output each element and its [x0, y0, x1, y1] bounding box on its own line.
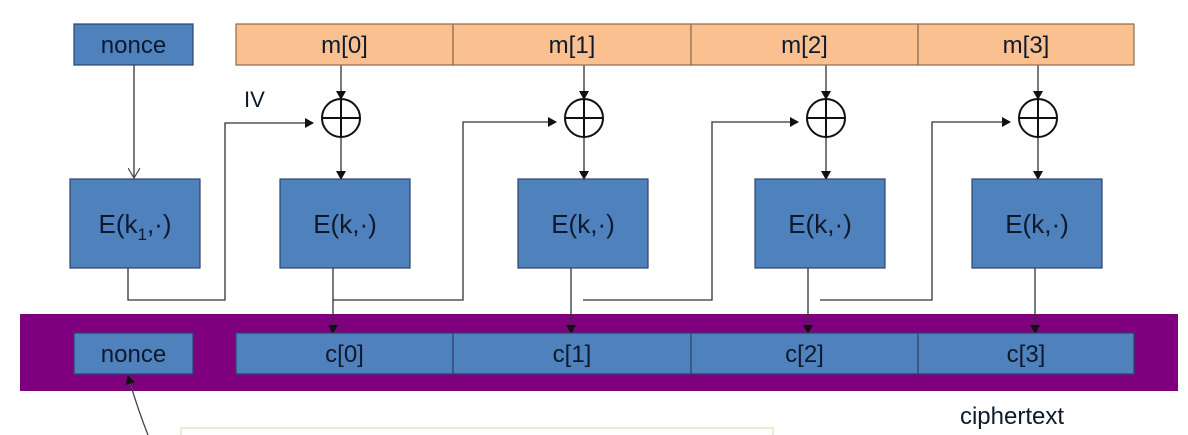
ciphertext-blocks: c[0] c[1] c[2] c[3]: [235, 332, 1135, 375]
nonce-input-label: nonce: [101, 32, 166, 59]
message-block-label: m[3]: [1003, 32, 1050, 59]
xor-operators: [321, 98, 1058, 138]
message-blocks: m[0] m[1] m[2] m[3]: [235, 23, 1135, 66]
connector-lines: [127, 65, 1011, 301]
ciphertext-block-label: c[3]: [1007, 341, 1046, 368]
block-cipher-label: E(k,·): [1005, 209, 1069, 239]
ciphertext-block: c[2]: [690, 332, 919, 375]
message-block: m[2]: [690, 23, 919, 66]
ciphertext-block: c[1]: [452, 332, 692, 375]
message-block-label: m[0]: [321, 32, 368, 59]
nonce-annotation-arrow: [125, 375, 149, 435]
first-block-cipher-label: E(k1,·): [98, 209, 171, 244]
ciphertext-block-label: c[1]: [553, 341, 592, 368]
ciphertext-block: c[0]: [235, 332, 454, 375]
chain-feedback-arrow-1: [333, 117, 557, 301]
block-cipher-label: E(k,·): [551, 209, 615, 239]
xor-icon: [1018, 98, 1058, 138]
block-cipher: E(k,·): [279, 178, 411, 269]
iv-feedback-arrow: [127, 118, 314, 301]
message-block: m[1]: [452, 23, 692, 66]
nonce-input-box: nonce: [73, 23, 194, 66]
xor-icon: [321, 98, 361, 138]
message-block: m[0]: [235, 23, 454, 66]
message-block-label: m[2]: [781, 32, 828, 59]
ciphertext-block-label: c[2]: [785, 341, 824, 368]
chain-feedback-arrow-3: [820, 117, 1011, 301]
ciphertext-block-label: c[0]: [325, 341, 364, 368]
ciphertext-block: c[3]: [917, 332, 1135, 375]
block-ciphers: E(k,·) E(k,·) E(k,·) E(k,·): [279, 178, 1103, 269]
block-cipher: E(k,·): [517, 178, 649, 269]
ciphertext-caption: ciphertext: [960, 403, 1064, 430]
block-cipher: E(k,·): [754, 178, 886, 269]
message-block: m[3]: [917, 23, 1135, 66]
block-cipher: E(k,·): [971, 178, 1103, 269]
iv-label: IV: [244, 87, 265, 112]
ciphertext-nonce-box: nonce: [73, 332, 194, 375]
xor-icon: [806, 98, 846, 138]
block-cipher-label: E(k,·): [313, 209, 377, 239]
message-block-label: m[1]: [549, 32, 596, 59]
ciphertext-nonce-label: nonce: [101, 341, 166, 368]
annotation-note-box: [180, 427, 774, 435]
xor-icon: [564, 98, 604, 138]
first-block-cipher: E(k1,·): [69, 178, 201, 269]
chain-feedback-arrow-2: [583, 117, 799, 301]
block-cipher-label: E(k,·): [788, 209, 852, 239]
